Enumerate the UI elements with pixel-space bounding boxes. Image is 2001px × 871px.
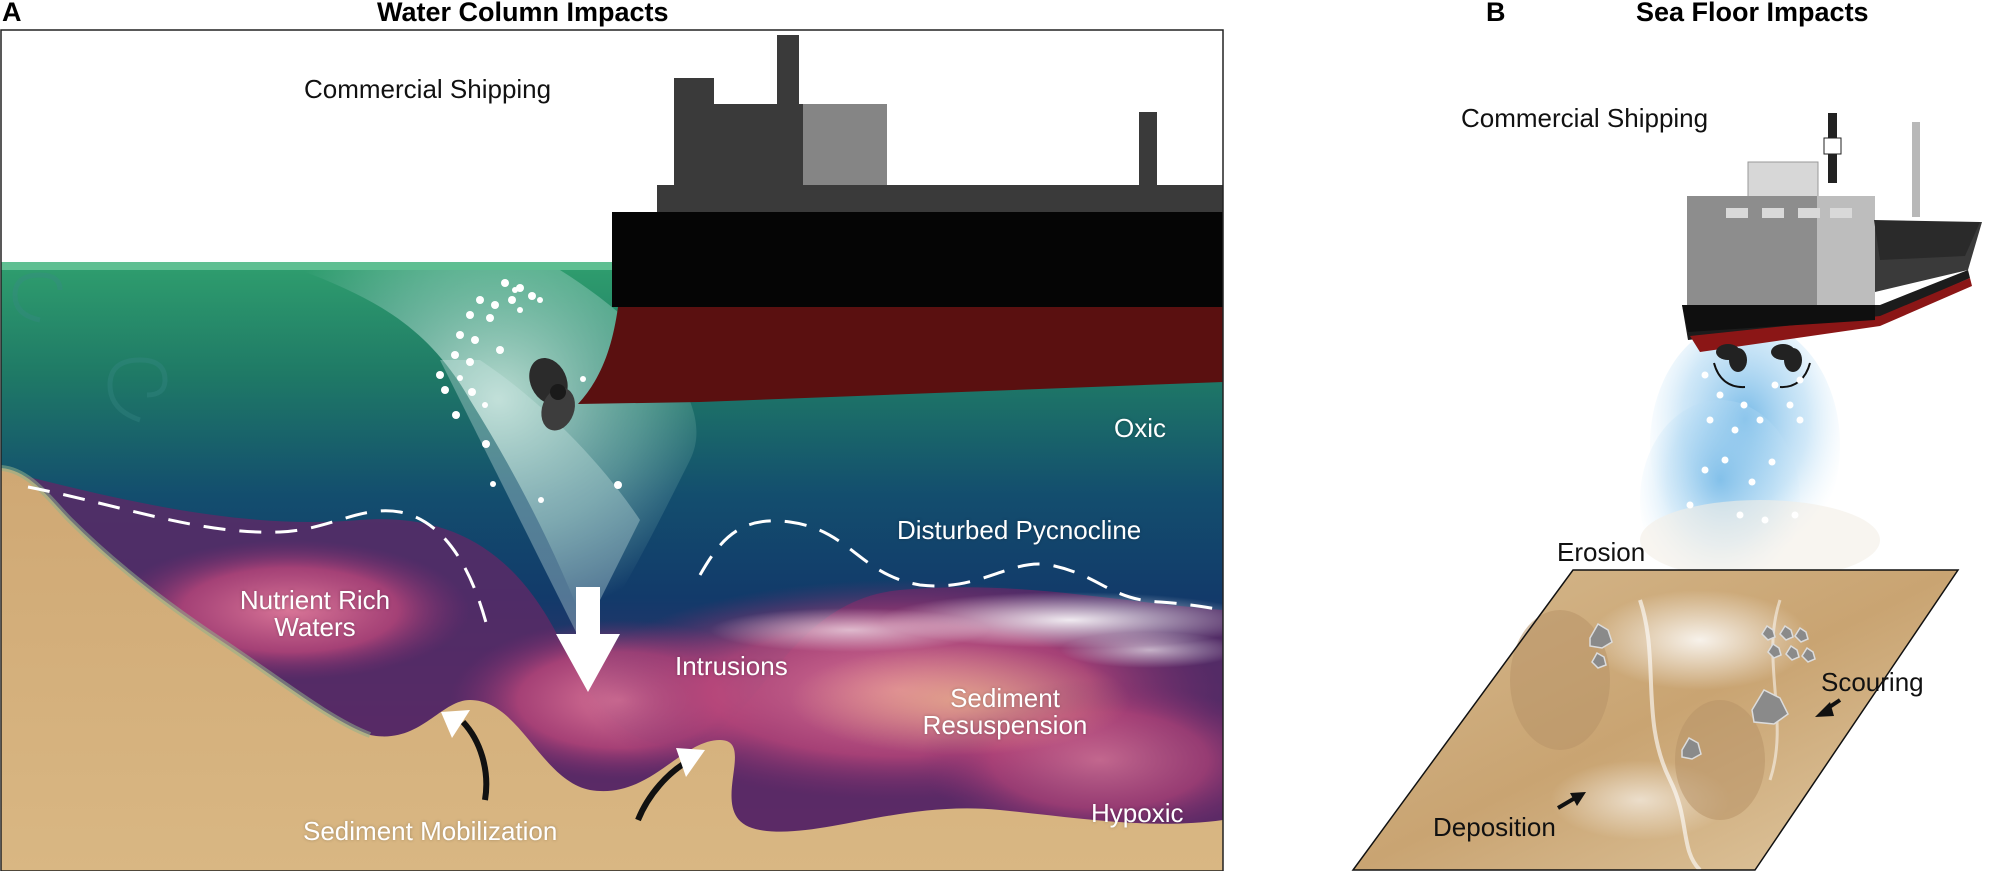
label-disturbed-pycnocline: Disturbed Pycnocline bbox=[897, 515, 1142, 545]
label-nutrient-line1: Nutrient Rich bbox=[239, 585, 391, 615]
label-nutrient-line2: Waters bbox=[274, 612, 356, 643]
label-erosion: Erosion bbox=[1557, 537, 1646, 567]
label-resusp-line1: Sediment bbox=[950, 683, 1060, 713]
seabed bbox=[1, 468, 1223, 871]
label-nutrient-rich-waters: Nutrient Rich Waters bbox=[230, 585, 400, 643]
label-intrusions: Intrusions bbox=[675, 651, 788, 681]
label-commercial-shipping-a: Commercial Shipping bbox=[304, 74, 552, 104]
label-resusp-line2: Resuspension bbox=[922, 710, 1088, 741]
label-oxic: Oxic bbox=[1114, 413, 1166, 443]
panel-a-letter: A bbox=[2, 0, 22, 27]
panel-b-letter: B bbox=[1486, 0, 1506, 27]
ship-b bbox=[1682, 113, 1982, 524]
label-scouring: Scouring bbox=[1821, 667, 1924, 697]
label-commercial-shipping-b: Commercial Shipping bbox=[1461, 103, 1709, 133]
bubbles-a bbox=[436, 279, 622, 503]
pycnocline-line bbox=[27, 485, 490, 631]
panel-b-title: Sea Floor Impacts bbox=[1636, 0, 1869, 27]
label-sediment-resuspension: Sediment Resuspension bbox=[905, 683, 1105, 741]
label-sediment-mobilization: Sediment Mobilization bbox=[303, 816, 558, 846]
seafloor-b bbox=[1351, 569, 1960, 871]
mobilization-arrows bbox=[441, 710, 705, 822]
ship-a bbox=[529, 35, 1223, 431]
label-deposition: Deposition bbox=[1433, 812, 1556, 842]
label-hypoxic: Hypoxic bbox=[1091, 798, 1184, 828]
downwelling-arrow bbox=[556, 587, 620, 692]
deposition-arrow bbox=[1556, 796, 1577, 810]
panel-a-title: Water Column Impacts bbox=[377, 0, 669, 27]
